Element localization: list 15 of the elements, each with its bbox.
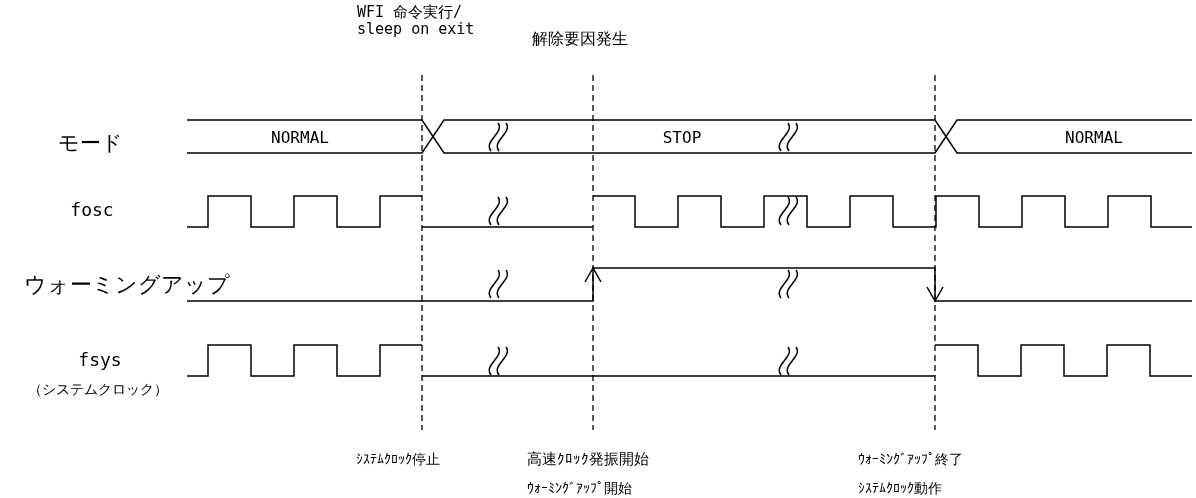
signal-name: モード: [57, 130, 123, 156]
event-label: ｼｽﾃﾑｸﾛｯｸ停止: [356, 451, 440, 468]
state-label: NORMAL: [1065, 128, 1123, 148]
event-label: WFI 命令実行/ sleep on exit: [357, 4, 476, 39]
signal-name: fosc: [70, 199, 114, 221]
signal-subtitle: （システムクロック）: [28, 380, 168, 398]
signal-name: ウォーミングアップ: [24, 272, 230, 298]
event-label: 高速ｸﾛｯｸ発振開始: [527, 451, 649, 469]
signal-name: fsys: [78, 349, 122, 371]
event-label: 解除要因発生: [532, 30, 628, 49]
event-label: ｼｽﾃﾑｸﾛｯｸ動作: [858, 480, 942, 497]
event-label: ｳｫｰﾐﾝｸﾞｱｯﾌﾟ開始: [527, 480, 632, 497]
state-label: NORMAL: [271, 128, 329, 148]
state-label: STOP: [662, 128, 702, 148]
event-label: ｳｫｰﾐﾝｸﾞｱｯﾌﾟ終了: [858, 451, 963, 468]
